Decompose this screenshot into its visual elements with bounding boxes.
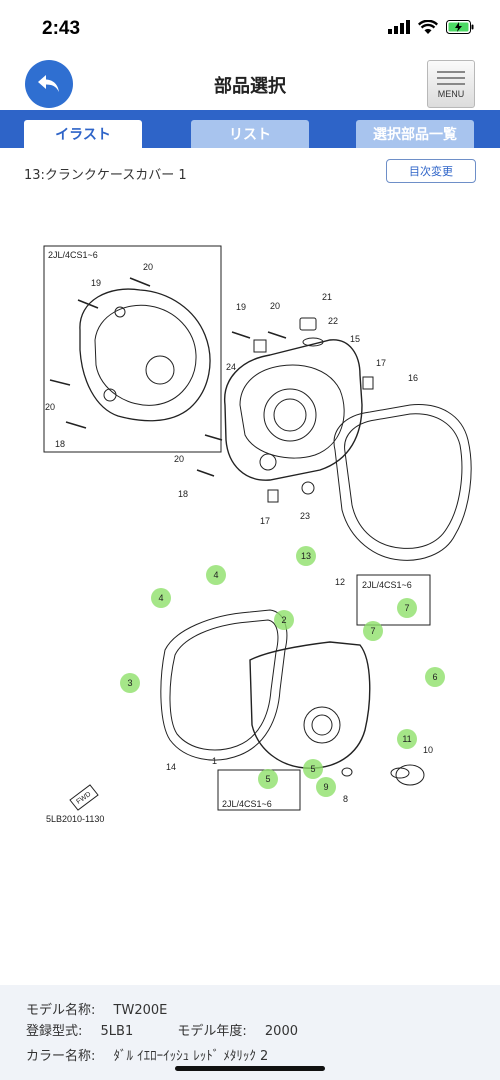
svg-text:5LB2010-1130: 5LB2010-1130 [46,814,104,824]
svg-text:FWD: FWD [75,791,92,806]
svg-text:2JL/4CS1~6: 2JL/4CS1~6 [222,799,272,809]
svg-text:18: 18 [178,489,188,499]
svg-text:13[interactable]: 13 [301,551,311,561]
svg-text:9[interactable]: 9 [323,782,328,792]
tab-bar: イラスト リスト 選択部品一覧 [0,110,500,148]
callout-labels: 2JL/4CS1~6 20 19 20 18 19 20 21 22 24 15… [45,250,433,824]
svg-text:7[interactable]: 7 [404,603,409,613]
svg-text:4[interactable]: 4 [158,593,163,603]
svg-text:7[interactable]: 7 [370,626,375,636]
svg-text:5[interactable]: 5 [265,774,270,784]
svg-text:20: 20 [174,454,184,464]
change-toc-button[interactable]: 目次変更 [386,159,476,183]
tab-list[interactable]: リスト [191,120,309,148]
svg-text:20: 20 [143,262,153,272]
menu-button[interactable]: MENU [427,60,475,108]
inset-cover-outline [79,288,211,422]
status-bar: 2:43 [0,0,500,58]
svg-text:16: 16 [408,373,418,383]
svg-text:10: 10 [423,745,433,755]
gasket-16 [333,404,472,561]
svg-text:2[interactable]: 2 [281,615,286,625]
svg-text:18: 18 [55,439,65,449]
crankcase-cover [224,339,363,481]
oil-filler-cap [299,317,317,331]
inset-box-right [356,574,431,626]
breadcrumb: 13:クランクケースカバー 1 [24,168,187,183]
svg-text:5[interactable]: 5 [310,764,315,774]
svg-text:8: 8 [343,794,348,804]
svg-text:15: 15 [350,334,360,344]
svg-text:2JL/4CS1~6: 2JL/4CS1~6 [362,580,412,590]
status-icons [388,20,474,34]
crankcase-cover-1 [249,641,371,769]
bolts-top [49,277,287,477]
filler-cap-10 [395,764,425,786]
svg-text:21: 21 [322,292,332,302]
back-arrow-icon [38,75,59,92]
tab-illustration[interactable]: イラスト [24,120,142,148]
color-row: カラー名称: ﾀﾞﾙ ｲｴﾛｰｲｯｼｭ ﾚｯﾄﾞ ﾒﾀﾘｯｸ 2 [26,1049,269,1064]
inset-box-bottom [217,769,301,811]
svg-text:1: 1 [212,756,217,766]
gasket-3 [160,609,288,761]
page-title: 部品選択 [214,76,286,97]
svg-text:11[interactable]: 11 [402,734,411,744]
svg-text:17: 17 [260,516,270,526]
nav-bar: 部品選択 MENU [0,58,500,110]
status-time: 2:43 [42,18,81,39]
svg-text:2JL/4CS1~6: 2JL/4CS1~6 [48,250,98,260]
svg-text:20: 20 [270,301,280,311]
wifi-icon [418,20,438,34]
svg-text:12: 12 [335,577,345,587]
svg-text:24: 24 [226,362,236,372]
svg-text:3[interactable]: 3 [127,678,132,688]
model-info-footer: モデル名称: TW200E 登録型式: 5LB1 モデル年度: 2000 カラー… [0,985,500,1080]
menu-label: MENU [437,89,465,99]
battery-charging-icon [446,20,474,34]
tab-selected-parts[interactable]: 選択部品一覧 [356,120,474,148]
svg-text:6[interactable]: 6 [432,672,437,682]
svg-text:14: 14 [166,762,176,772]
svg-text:20: 20 [45,402,55,412]
fwd-arrow [69,784,99,811]
svg-text:23: 23 [300,511,310,521]
back-button[interactable] [25,60,73,108]
menu-icon [437,71,465,73]
model-name-row: モデル名称: TW200E [26,1003,168,1018]
selected-callouts[interactable]: 13 4 4 2 7 7 3 6 11 5 5 9 [120,546,445,797]
signal-icon [388,20,410,34]
svg-text:19: 19 [236,302,246,312]
home-indicator [175,1066,325,1071]
inset-box [43,245,222,453]
type-year-row: 登録型式: 5LB1 モデル年度: 2000 [26,1024,298,1039]
svg-text:22: 22 [328,316,338,326]
svg-text:19: 19 [91,278,101,288]
svg-text:17: 17 [376,358,386,368]
parts-diagram[interactable]: 2JL/4CS1~6 20 19 20 18 19 20 21 22 24 15… [0,190,500,870]
svg-text:4[interactable]: 4 [213,570,218,580]
